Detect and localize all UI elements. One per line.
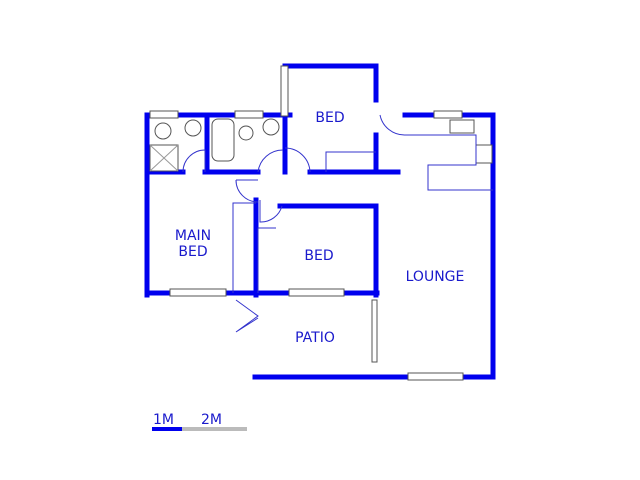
fixtures: [149, 118, 493, 293]
room-label-main-bed: MAIN BED: [174, 228, 212, 260]
scale-label-1m: 1M: [153, 412, 174, 428]
scale-bar: [152, 427, 247, 431]
scale-label-2m: 2M: [201, 412, 222, 428]
room-label-bed-top: BED: [315, 110, 345, 126]
room-label-bed-lower: BED: [304, 248, 334, 264]
doors: [182, 114, 406, 333]
room-label-lounge: LOUNGE: [405, 269, 465, 285]
windows: [149, 65, 464, 381]
room-label-patio: PATIO: [295, 330, 335, 346]
